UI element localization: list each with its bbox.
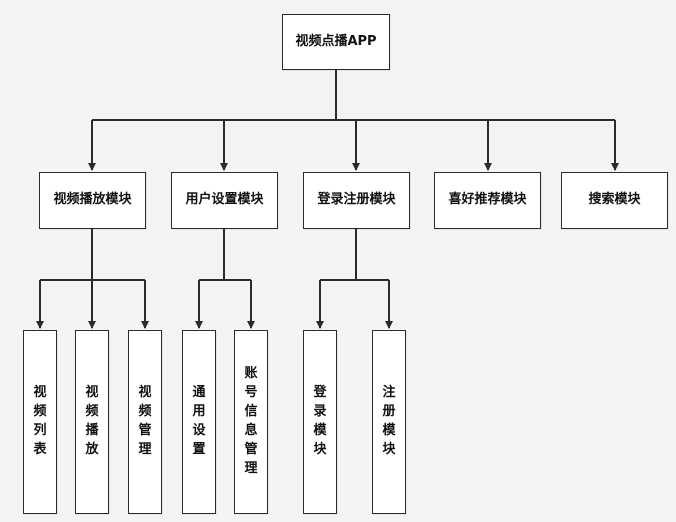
module-node-recommendation: 喜好推荐模块 — [434, 172, 541, 229]
leaf-node-label: 账号信息管理 — [244, 366, 258, 476]
leaf-node-label: 登录模块 — [313, 385, 327, 457]
module-node-login-register: 登录注册模块 — [303, 172, 410, 229]
leaf-node-account-info: 账号信息管理 — [234, 330, 268, 514]
leaf-node-register: 注册模块 — [372, 330, 406, 514]
leaf-node-video-list: 视频列表 — [23, 330, 57, 514]
leaf-node-video-manage: 视频管理 — [128, 330, 162, 514]
module-node-label: 用户设置模块 — [185, 192, 264, 208]
leaf-node-label: 注册模块 — [382, 385, 396, 457]
module-node-video-playback: 视频播放模块 — [39, 172, 146, 229]
root-node: 视频点播APP — [282, 14, 390, 70]
leaf-node-label: 视频管理 — [138, 385, 152, 457]
module-node-user-settings: 用户设置模块 — [171, 172, 278, 229]
leaf-node-login: 登录模块 — [303, 330, 337, 514]
module-node-search: 搜索模块 — [561, 172, 668, 229]
leaf-node-video-play: 视频播放 — [75, 330, 109, 514]
module-node-label: 搜索模块 — [588, 192, 641, 208]
root-node-label: 视频点播APP — [295, 33, 377, 49]
module-node-label: 登录注册模块 — [317, 192, 396, 208]
leaf-node-label: 通用设置 — [192, 385, 206, 457]
leaf-node-general-settings: 通用设置 — [182, 330, 216, 514]
module-node-label: 喜好推荐模块 — [448, 192, 527, 208]
module-node-label: 视频播放模块 — [53, 192, 132, 208]
leaf-node-label: 视频播放 — [85, 385, 99, 457]
leaf-node-label: 视频列表 — [33, 385, 47, 457]
